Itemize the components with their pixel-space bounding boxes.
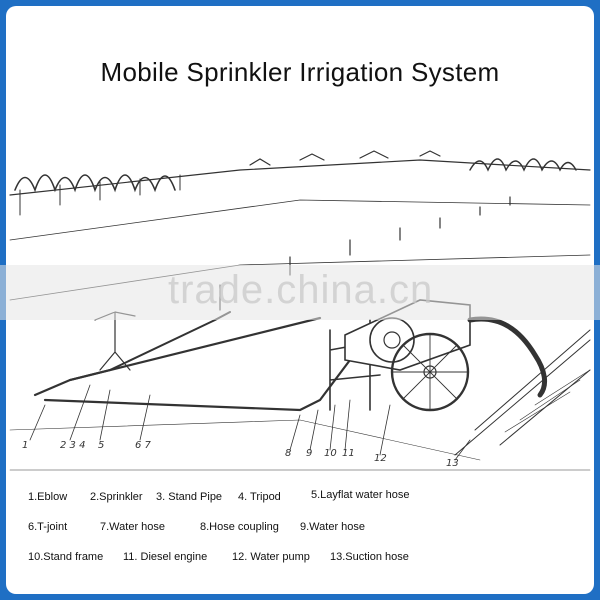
- callout-1: 1: [22, 440, 28, 451]
- tree-line-left: [14, 174, 176, 193]
- callout-13: 13: [446, 458, 459, 469]
- horizon-line: [9, 159, 591, 196]
- suction-hose: [467, 316, 548, 398]
- callout-12: 12: [374, 453, 387, 464]
- wheel-spokes: [391, 333, 469, 411]
- houses: [249, 150, 441, 166]
- diagram-title: Mobile Sprinkler Irrigation System: [100, 57, 500, 87]
- callout-leaders: [29, 384, 471, 461]
- callout-5: 5: [98, 440, 104, 451]
- callout-11: 11: [342, 448, 355, 459]
- tree-trunks: [19, 174, 181, 216]
- callout-10: 10: [324, 448, 337, 459]
- callout-6-7: 6 7: [135, 440, 152, 451]
- canal-hatching: [504, 369, 591, 433]
- ground-lines: [9, 419, 591, 471]
- callout-labels: 1 2 3 4 5 6 7 8 9 10 11 12 13: [22, 440, 459, 469]
- callout-2-3-4: 2 3 4: [60, 440, 85, 451]
- watermark: trade.china.cn: [168, 268, 434, 312]
- pulley-hub: [383, 331, 401, 349]
- callout-9: 9: [306, 448, 312, 459]
- watermark-band: [0, 265, 600, 320]
- tree-line-right: [469, 158, 577, 172]
- callout-8: 8: [285, 448, 291, 459]
- field-line: [9, 199, 591, 241]
